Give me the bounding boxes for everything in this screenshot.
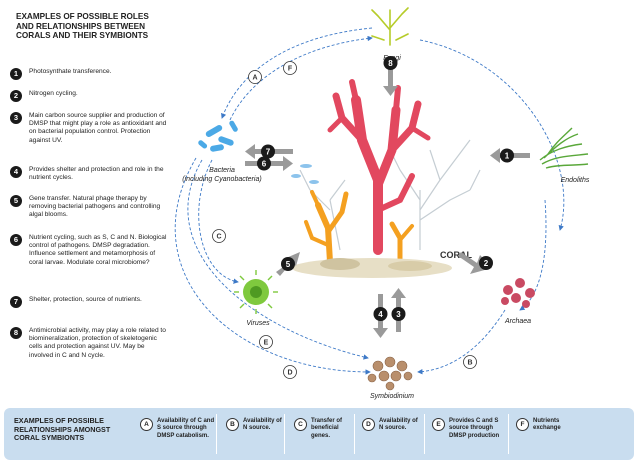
letter-f: F [288,66,293,73]
role-text: Provides shelter and protection and role… [29,166,164,182]
legend-divider [354,414,355,454]
badge-8: 8 [388,59,393,68]
badge-5: 5 [286,260,291,269]
role-item: 3 Main carbon source supplier and produc… [10,112,170,145]
coral-label: CORAL [440,250,472,260]
role-item: 6 Nutrient cycling, such as S, C and N. … [10,234,170,267]
legend-item-d: D Availability of N source. [362,418,423,433]
role-number: 1 [10,68,22,80]
letter-a: A [252,75,257,82]
role-number: 3 [10,112,22,124]
letter-d: D [287,370,292,377]
legend-item-a: A Availability of C and S source through… [140,418,217,440]
legend-text: Provides C and S source through DMSP pro… [449,418,500,439]
legend-letter: C [294,418,307,431]
letter-c: C [216,234,221,241]
role-item: 8 Antimicrobial activity, may play a rol… [10,327,170,360]
badge-1: 1 [505,152,510,161]
legend-item-f: F Nutrients exchange [516,418,577,433]
archaea-label: Archaea [504,318,531,325]
virus-icon [234,270,278,314]
orange-coral [304,190,414,265]
letter-e: E [264,340,269,347]
legend-letter: A [140,418,153,431]
legend-divider [508,414,509,454]
legend-item-b: B Availability of N source. [226,418,283,433]
role-text: Shelter, protection, source of nutrients… [29,296,142,303]
role-text: Nutrient cycling, such as S, C and N. Bi… [29,234,167,266]
role-text: Antimicrobial activity, may play a role … [29,327,166,359]
red-coral [327,79,431,255]
arc-e [187,159,369,360]
badge-2: 2 [484,259,489,268]
legend-text: Availability of N source. [243,418,282,432]
role-number: 2 [10,90,22,102]
role-number: 7 [10,296,22,308]
rock [388,261,432,271]
arc-f [229,35,373,121]
arc-fungi-endoliths [419,39,565,231]
bacteria-icon [198,120,238,152]
legend-text: Nutrients exchange [533,418,561,432]
role-number: 5 [10,195,22,207]
legend-text: Availability of N source. [379,418,418,432]
role-text: Gene transfer. Natural phage therapy by … [29,195,161,219]
arc-letter-badges: A F C E D B [212,61,477,379]
arrow-number-badges: 8 1 2 3 4 5 6 7 [257,56,514,321]
legend-item-c: C Transfer of beneficial genes. [294,418,355,440]
legend-title: EXAMPLES OF POSSIBLE RELATIONSHIPS AMONG… [14,416,111,443]
arc-a [221,27,373,119]
legend-letter: E [432,418,445,431]
legend-divider [284,414,285,454]
legend-item-e: E Provides C and S source through DMSP p… [432,418,509,440]
viruses-label: Viruses [246,320,270,327]
role-text: Nitrogen cycling. [29,90,78,97]
role-item: 2 Nitrogen cycling. [10,90,170,102]
legend-divider [216,414,217,454]
role-text: Main carbon source supplier and producti… [29,112,167,144]
badge-4: 4 [378,310,383,319]
badge-7: 7 [266,148,271,157]
badge-6: 6 [262,160,267,169]
role-number: 8 [10,327,22,339]
role-number: 4 [10,166,22,178]
relationships-legend: EXAMPLES OF POSSIBLE RELATIONSHIPS AMONG… [4,408,634,460]
legend-letter: D [362,418,375,431]
endoliths-label: Endoliths [561,177,590,184]
legend-letter: F [516,418,529,431]
rock [320,258,360,270]
panel-title: EXAMPLES OF POSSIBLE ROLES AND RELATIONS… [16,12,149,41]
bacteria-label: Bacteria [209,167,235,174]
legend-letter: B [226,418,239,431]
role-item: 5 Gene transfer. Natural phage therapy b… [10,195,170,220]
fungi-icon [371,7,409,46]
arc-d [174,157,371,375]
badge-3: 3 [396,310,401,319]
role-text: Photosynthate transference. [29,68,112,75]
role-number: 6 [10,234,22,246]
role-item: 1 Photosynthate transference. [10,68,170,80]
letter-b: B [467,360,472,367]
symbiosis-diagram: CORAL Fungi Bacteria (including Cyanobac… [174,7,590,400]
endoliths-icon [539,127,589,169]
role-item: 4 Provides shelter and protection and ro… [10,166,170,182]
symbiodinium-label: Symbiodinium [370,393,414,400]
symbiodinium-icon [367,356,413,391]
fish-icon [291,164,319,184]
bacteria-sublabel: (including Cyanobacteria) [182,176,261,183]
legend-text: Transfer of beneficial genes. [311,418,343,439]
legend-text: Availability of C and S source through D… [157,418,215,439]
legend-divider [424,414,425,454]
dashed-relationship-arcs [174,27,565,375]
role-item: 7 Shelter, protection, source of nutrien… [10,296,170,308]
arc-c [198,159,239,284]
archaea-icon [501,278,535,308]
arc-b [417,309,506,375]
